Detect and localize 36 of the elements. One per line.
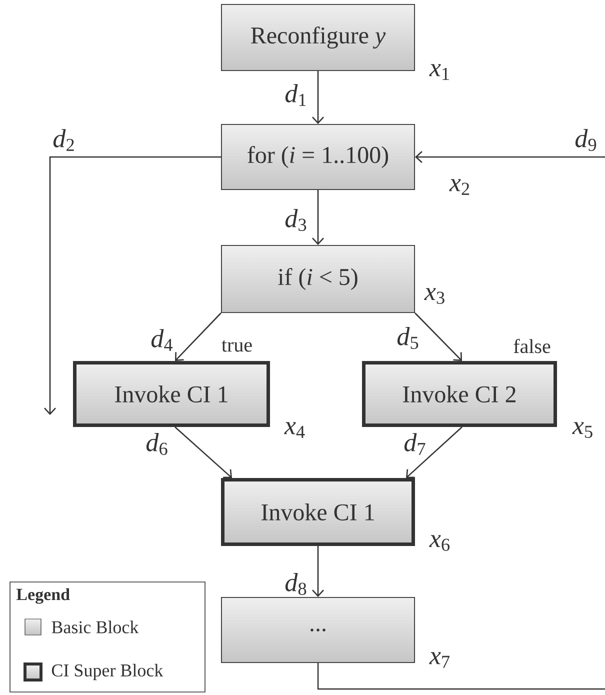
edge-label: d$_{2}$ [53, 129, 74, 151]
arrow [175, 312, 222, 361]
edge-label: d$_{6}$ [146, 433, 168, 455]
arrow [174, 426, 232, 478]
branch-label: true [222, 340, 252, 352]
block-label: x$_{7}$ [429, 652, 450, 668]
block-label: x$_{1}$ [429, 64, 449, 80]
arrow [415, 151, 605, 163]
arrow [312, 190, 324, 245]
arrow [414, 312, 462, 361]
edge-label: d$_{3}$ [285, 209, 306, 231]
arrow [312, 546, 324, 597]
basic-block: for (i = 1..100) [221, 124, 415, 190]
super-block: Invoke CI 2 [362, 361, 557, 427]
edge-label: d$_{1}$ [285, 84, 306, 106]
super-block: Invoke CI 1 [221, 478, 415, 546]
super-block: Invoke CI 1 [73, 361, 270, 427]
edge-label: d$_{5}$ [397, 327, 418, 349]
edge-label: d$_{7}$ [404, 433, 426, 455]
edge-label: d$_{8}$ [285, 573, 306, 595]
legend-text: CI Super Block [52, 664, 164, 680]
arrow [312, 71, 324, 124]
edge-label: d$_{4}$ [151, 329, 173, 351]
edge-label: d$_{9}$ [575, 129, 596, 151]
arrow [44, 156, 221, 415]
block-label: x$_{6}$ [429, 535, 450, 551]
basic-block: Reconfigure y [221, 4, 415, 71]
block-label: x$_{2}$ [449, 179, 470, 195]
legend-text: Basic Block [52, 620, 139, 634]
legend-title: Legend [16, 588, 70, 604]
block-label: x$_{4}$ [284, 422, 305, 438]
basic-block: if (i < 5) [221, 245, 415, 313]
basic-block: ... [221, 597, 415, 663]
arrow [406, 426, 462, 478]
block-label: x$_{3}$ [424, 288, 444, 304]
block-label: x$_{5}$ [572, 422, 592, 438]
